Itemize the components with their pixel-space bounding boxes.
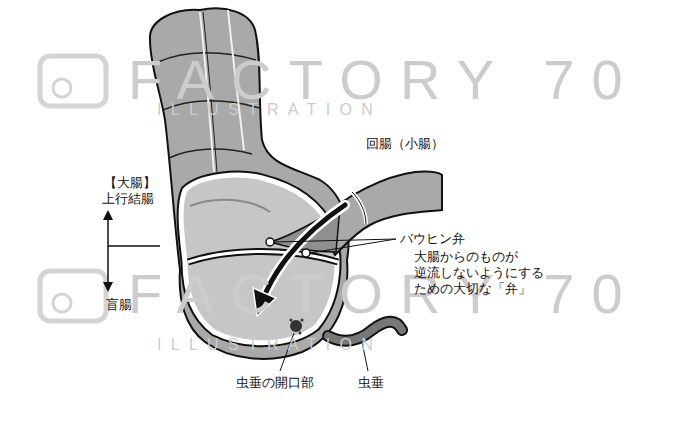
semilunar-fold xyxy=(188,252,338,263)
watermark-logo xyxy=(40,271,106,321)
watermark-text: FACTORY 70 xyxy=(128,264,640,324)
semilunar-fold xyxy=(188,252,338,263)
watermark-text: ILLUSTRATION xyxy=(157,101,382,119)
part-label-slot: 盲腸 xyxy=(106,297,132,313)
part-label-slot: バウヒン弁 xyxy=(400,231,465,247)
bracket-arrowhead xyxy=(103,210,113,220)
ileum-cut-edge xyxy=(352,192,366,224)
part-label-slot: 虫垂の開口部 xyxy=(236,375,314,391)
part-label: 虫垂 xyxy=(358,375,384,391)
group-label: 【大腸】 xyxy=(104,175,156,191)
appendix-opening xyxy=(299,332,302,335)
part-label-slot: 虫垂 xyxy=(358,375,384,391)
part-label-slot: 回腸（小腸） xyxy=(366,136,444,152)
part-label: 盲腸 xyxy=(106,297,132,313)
watermark-text: ILLUSTRATION xyxy=(157,336,382,354)
haustra-fold xyxy=(169,149,252,158)
region-bracket xyxy=(107,218,109,284)
part-label: 虫垂の開口部 xyxy=(236,375,314,391)
note-text: 大腸からのものが 逆流しないようにする ための大切な「弁」 xyxy=(414,249,556,297)
watermark-text-slot: ILLUSTRATION xyxy=(157,101,382,119)
region-bracket xyxy=(108,245,160,247)
part-label-slot: 上行結腸 xyxy=(102,191,154,207)
bracket-arrowhead xyxy=(103,282,113,292)
leader-line xyxy=(310,239,396,253)
valve-point xyxy=(302,249,310,257)
watermark-text-slot: FACTORY 70 xyxy=(128,264,640,324)
part-label: 上行結腸 xyxy=(102,191,154,207)
mucosa-fold xyxy=(190,200,270,212)
note-text-slot: 大腸からのものが 逆流しないようにする ための大切な「弁」 xyxy=(414,249,556,297)
valve-point xyxy=(266,238,274,246)
part-label: 回腸（小腸） xyxy=(366,136,444,152)
watermark-logo xyxy=(53,294,71,312)
watermark-logo xyxy=(40,56,106,106)
part-label: バウヒン弁 xyxy=(400,231,465,247)
watermark-text-slot: ILLUSTRATION xyxy=(157,336,382,354)
ileum-cut-edge xyxy=(352,192,366,224)
watermark-logo xyxy=(53,79,71,97)
group-label-slot: 【大腸】 xyxy=(104,175,156,191)
